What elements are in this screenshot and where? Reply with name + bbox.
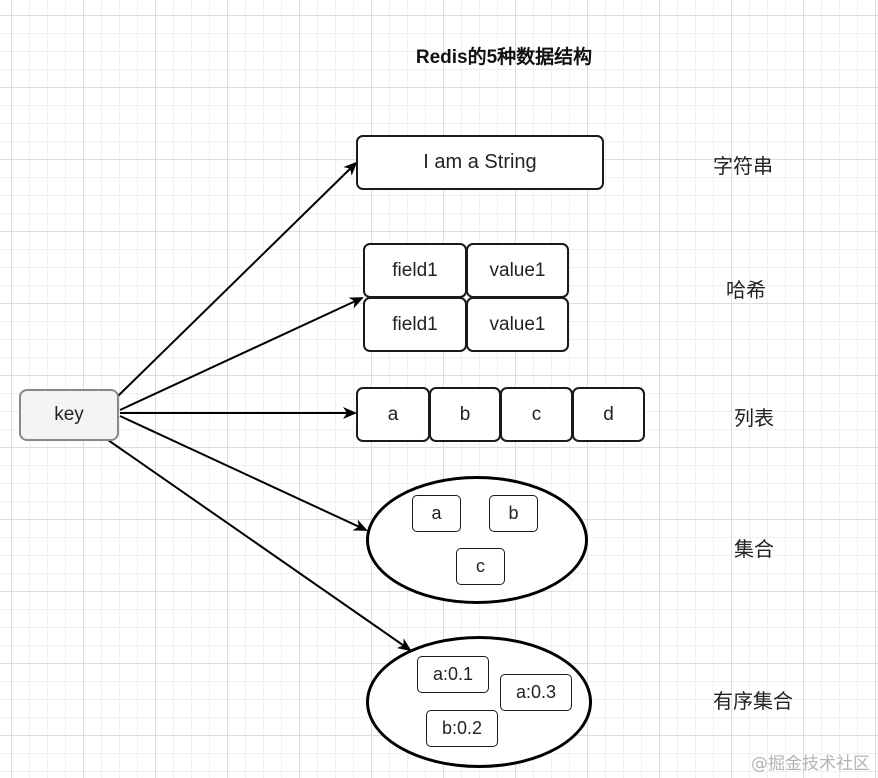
set-member-label: a — [431, 503, 442, 523]
hash-type-label: 哈希 — [726, 278, 766, 302]
watermark: @掘金技术社区 — [751, 754, 870, 774]
key-node[interactable]: key — [19, 389, 119, 441]
zset-type-label: 有序集合 — [713, 689, 793, 713]
zset-member-label: a:0.1 — [432, 664, 474, 684]
zset-member-a-0-3[interactable]: a:0.3 — [500, 674, 572, 711]
zset-member-b-0-2[interactable]: b:0.2 — [426, 710, 498, 747]
hash-field-2[interactable]: field1 — [363, 297, 467, 352]
hash-field-label: field1 — [392, 259, 438, 281]
hash-field-label: field1 — [392, 313, 438, 335]
arrow-to-set — [119, 415, 368, 531]
set-member-label: c — [476, 556, 485, 576]
set-type-label: 集合 — [734, 537, 774, 561]
zset-member-label: a:0.3 — [515, 682, 557, 702]
hash-value-2[interactable]: value1 — [466, 297, 569, 352]
hash-field-1[interactable]: field1 — [363, 243, 467, 298]
key-label: key — [54, 404, 84, 425]
list-type-label: 列表 — [734, 406, 774, 430]
list-item-label: a — [387, 403, 399, 425]
list-item-c[interactable]: c — [500, 387, 573, 442]
set-member-b[interactable]: b — [489, 495, 538, 532]
set-member-c[interactable]: c — [456, 548, 505, 585]
list-item-b[interactable]: b — [429, 387, 501, 442]
hash-value-label: value1 — [489, 259, 546, 281]
arrow-to-string — [117, 161, 358, 397]
arrow-to-zset — [107, 439, 412, 652]
zset-member-label: b:0.2 — [441, 718, 483, 738]
zset-member-a-0-1[interactable]: a:0.1 — [417, 656, 489, 693]
diagram-title: Redis的5种数据结构 — [415, 47, 593, 68]
hash-value-label: value1 — [489, 313, 546, 335]
list-item-label: b — [459, 403, 471, 425]
string-type-label: 字符串 — [713, 154, 773, 178]
list-item-label: d — [603, 403, 614, 425]
string-value: I am a String — [423, 151, 537, 173]
arrow-to-hash — [119, 297, 364, 411]
set-member-label: b — [508, 503, 519, 523]
hash-value-1[interactable]: value1 — [466, 243, 569, 298]
list-item-d[interactable]: d — [572, 387, 645, 442]
string-node[interactable]: I am a String — [356, 135, 604, 190]
list-item-label: c — [531, 403, 542, 425]
list-item-a[interactable]: a — [356, 387, 430, 442]
set-member-a[interactable]: a — [412, 495, 461, 532]
